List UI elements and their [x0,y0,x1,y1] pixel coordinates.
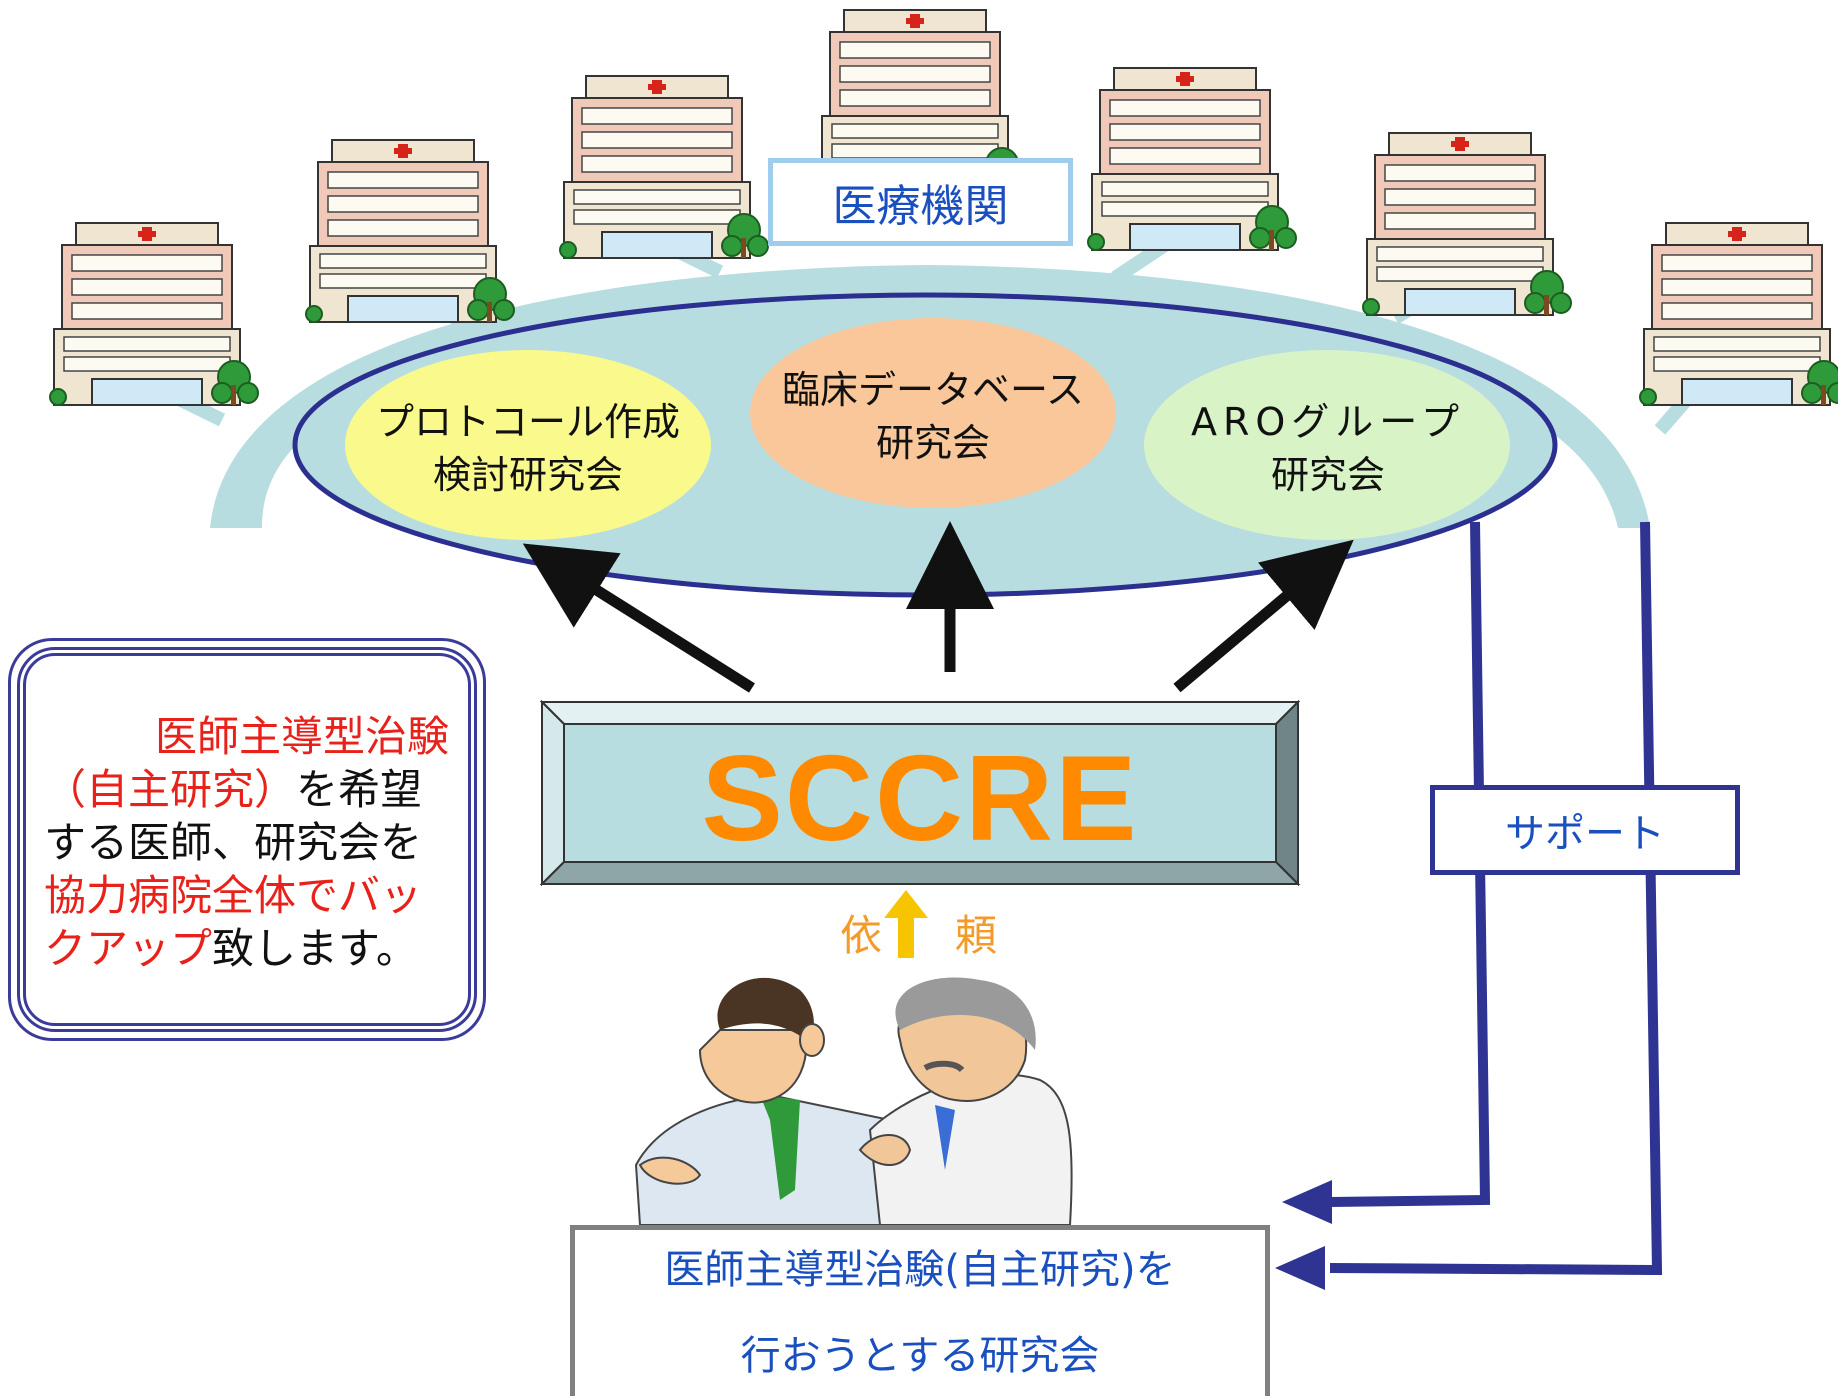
request-label-char1: 依 [840,902,882,963]
group-database-line1: 臨床データベース [781,368,1085,412]
request-label-char2: 頼 [955,902,997,963]
sccre-box [539,699,1301,887]
left-text-seg5: 協力病院全体でバッ [44,871,423,920]
hospital-icon [559,75,769,259]
hospital-icon [49,222,259,406]
support-arrowhead-inner [1282,1180,1332,1224]
left-text-seg1: 医師主導型治験 [154,712,449,761]
group-database-line2: 研究会 [875,421,990,466]
left-info-text: 医師主導型治験 （自主研究）を希望 する医師、研究会を 協力病院全体でバッ クア… [44,710,449,975]
hospital-icon [1087,67,1297,251]
left-info-box-border-inner [23,653,471,1026]
group-protocol-line1: プロトコール作成 [375,400,680,444]
hospitals-label: 医療機関 [768,158,1073,246]
hospital-icon [305,139,515,323]
group-oval-database [750,318,1116,508]
left-text-seg3: を希望 [296,765,423,814]
sccre-title: SCCRE [560,718,1280,878]
support-line-inner [1329,521,1491,1207]
support-arrowheads [1275,1180,1332,1290]
group-protocol-line2: 検討研究会 [432,453,623,498]
request-char1: 依 [840,911,883,960]
group-oval-protocol [345,350,711,540]
left-text-seg6: クアップ [44,924,213,973]
group-aro-label: AROグループ 研究会 [1145,396,1511,502]
arrow-to-protocol-group [522,543,755,693]
group-database-label: 臨床データベース 研究会 [740,364,1126,470]
bottom-box-line2: 行おうとする研究会 [740,1333,1100,1379]
left-text-seg2: （自主研究） [44,765,297,814]
arrow-to-aro-group [1173,539,1354,693]
left-text-seg4: する医師、研究会を [44,818,423,867]
support-line-outer [1329,521,1663,1276]
hospital-icon [1362,132,1572,316]
left-info-box [8,638,486,1041]
hospital-icon [1639,222,1838,406]
sccre-title-text: SCCRE [701,730,1139,866]
left-info-box-border-mid [17,647,477,1032]
left-text-seg7: 致します。 [212,924,418,973]
support-arrowhead-outer [1275,1246,1325,1290]
hospitals-label-text: 医療機関 [832,181,1009,232]
sccre-to-groups-arrows [522,521,1354,693]
request-char2: 頼 [955,911,998,960]
request-arrow-icon [884,890,928,958]
support-label: サポート [1505,811,1665,857]
bottom-research-group-box: 医師主導型治験(自主研究)を 行おうとする研究会 [570,1225,1270,1396]
support-connectors [1329,521,1663,1276]
group-oval-aro [1144,350,1510,540]
group-aro-line2: 研究会 [1270,453,1385,498]
support-box: サポート [1430,785,1740,875]
group-aro-line1: AROグループ [1190,400,1466,444]
doctors-illustration [634,977,1073,1226]
group-protocol-label: プロトコール作成 検討研究会 [345,396,711,502]
bottom-box-line1: 医師主導型治験(自主研究)を [664,1247,1176,1293]
